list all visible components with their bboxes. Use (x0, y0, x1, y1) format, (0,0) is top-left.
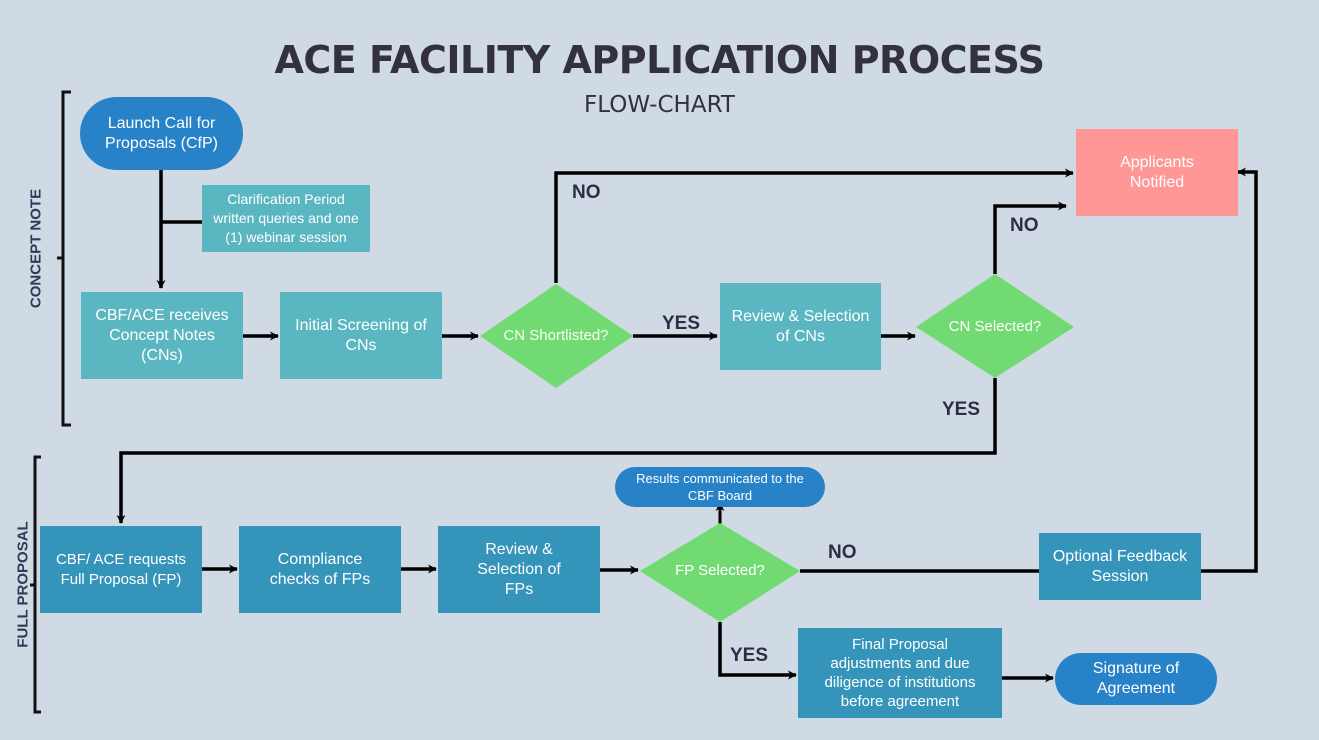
decision-fp-selected (640, 523, 800, 622)
decision-cn-shortlisted (480, 284, 633, 388)
decision-cn-selected (916, 274, 1074, 378)
node-compliance-checks: Compliance checks of FPs (239, 526, 401, 613)
node-signature-agreement: Signature of Agreement (1055, 653, 1217, 705)
phase-label-full-proposal: FULL PROPOSAL (14, 521, 32, 648)
node-review-selection-fps: Review & Selection of FPs (438, 526, 600, 613)
node-launch-call: Launch Call for Proposals (CfP) (80, 97, 243, 170)
label-cnselected-yes: YES (942, 399, 981, 420)
full-proposal-bracket (30, 455, 41, 714)
edge-feedback-to-notified (1200, 167, 1258, 573)
edge-cnselected-no (993, 201, 1067, 274)
node-initial-screening: Initial Screening of CNs (280, 292, 442, 379)
decision-cn-selected-label: CN Selected? (948, 318, 1042, 335)
decision-fp-selected-label: FP Selected? (675, 562, 765, 579)
node-optional-feedback: Optional Feedback Session (1039, 533, 1201, 600)
decision-cn-shortlisted-label: CN Shortlisted? (503, 327, 609, 344)
phase-label-concept-note: CONCEPT NOTE (27, 188, 45, 309)
concept-note-bracket (57, 90, 71, 427)
label-shortlisted-yes: YES (662, 313, 701, 334)
node-clarification-period: Clarification Period written queries and… (202, 185, 370, 252)
node-applicants-notified: Applicants Notified (1076, 129, 1238, 216)
edge-fpselected-yes (718, 622, 797, 680)
node-review-selection-cns: Review & Selection of CNs (720, 283, 881, 370)
edge-shortlisted-no (554, 168, 1074, 283)
page-title: ACE FACILITY APPLICATION PROCESS (274, 38, 1045, 82)
edge-cnselected-yes (116, 378, 997, 524)
node-results-board: Results communicated to the CBF Board (615, 467, 825, 507)
label-cnselected-no: NO (1010, 215, 1039, 236)
label-fpselected-yes: YES (730, 645, 769, 666)
label-fpselected-no: NO (828, 542, 857, 563)
page-subtitle: FLOW-CHART (584, 92, 735, 118)
node-final-adjustments: Final Proposal adjustments and due dilig… (798, 628, 1002, 718)
node-receives-concept-notes: CBF/ACE receives Concept Notes (CNs) (81, 292, 243, 379)
node-requests-full-proposal: CBF/ ACE requests Full Proposal (FP) (40, 526, 202, 613)
label-shortlisted-no: NO (572, 182, 601, 203)
